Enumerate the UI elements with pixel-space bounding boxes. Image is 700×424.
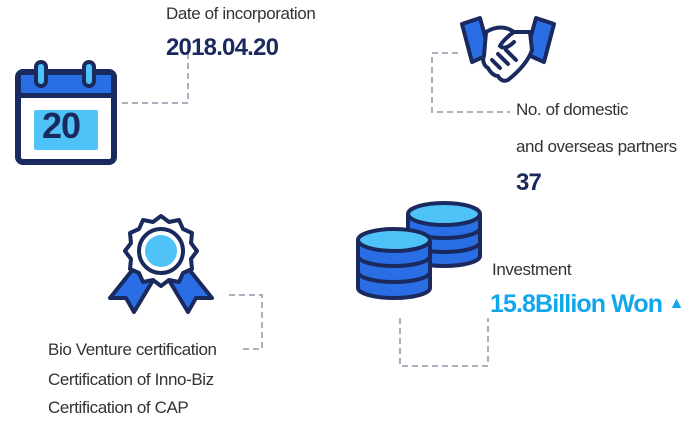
calendar-day-number: 20 (41, 105, 81, 146)
partners-label-line1: No. of domestic (516, 100, 629, 119)
incorporation-value: 2018.04.20 (166, 34, 279, 61)
partners-value: 37 (516, 169, 542, 196)
incorporation-label: Date of incorporation (166, 4, 316, 23)
connector-partners (431, 52, 510, 113)
connector-incorporation (122, 45, 189, 104)
certification-item-1: Bio Venture certification (48, 340, 217, 359)
trend-up-icon: ▲ (668, 295, 685, 312)
award-ribbon-icon (108, 214, 214, 314)
certification-item-3: Certification of CAP (48, 398, 189, 417)
coin-stack-icon (356, 201, 482, 300)
calendar-icon (15, 60, 117, 165)
investment-label: Investment (492, 260, 572, 279)
certification-item-2: Certification of Inno-Biz (48, 370, 214, 389)
connector-investment (399, 318, 489, 367)
investment-value-row: 15.8Billion Won ▲ (490, 290, 684, 319)
partners-label-line2: and overseas partners (516, 137, 677, 156)
handshake-icon (460, 16, 556, 83)
investment-value: 15.8Billion Won (490, 290, 663, 318)
connector-certification (229, 294, 263, 350)
